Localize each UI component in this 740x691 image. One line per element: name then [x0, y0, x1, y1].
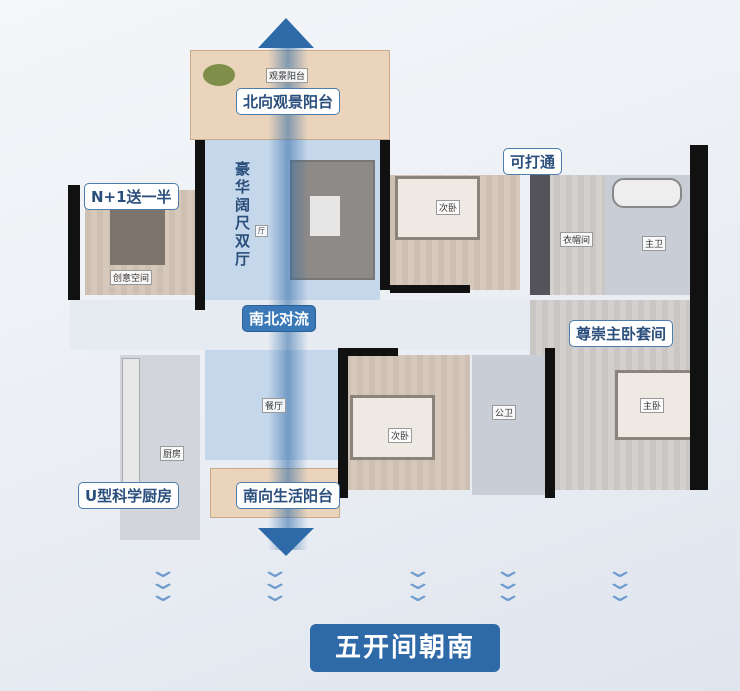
room-label-kitchen: 厨房	[160, 446, 185, 461]
room-label-cloakroom: 衣帽间	[560, 232, 594, 247]
callout-kitchen: U型科学厨房	[78, 482, 180, 509]
wall	[390, 285, 470, 293]
wall	[68, 185, 80, 300]
wardrobe	[530, 175, 550, 295]
north-south-axis	[268, 40, 308, 550]
bed	[350, 395, 435, 460]
coffee-table	[310, 196, 340, 236]
wall	[195, 140, 205, 310]
room-label-public-bath: 公卫	[492, 405, 517, 420]
callout-n-plus-one: N+1送一半	[84, 183, 179, 210]
room-label-master-bedroom: 主卧	[640, 398, 665, 413]
wall	[545, 348, 555, 498]
chevron-down-icon: ⌄⌄⌄	[259, 558, 291, 607]
room-label-bedroom-2: 次卧	[436, 200, 461, 215]
desk-rug	[110, 210, 165, 265]
callout-can-connect: 可打通	[503, 148, 563, 175]
chevron-down-icon: ⌄⌄⌄	[492, 558, 524, 607]
plant-icon	[203, 64, 235, 86]
chevron-down-icon: ⌄⌄⌄	[402, 558, 434, 607]
wall	[338, 348, 398, 356]
callout-master-suite: 尊崇主卧套间	[569, 320, 674, 347]
wall	[690, 145, 708, 490]
public-bath	[472, 355, 550, 495]
arrow-up-icon	[258, 18, 314, 48]
callout-south-balcony: 南向生活阳台	[236, 482, 341, 509]
callout-ventilation: 南北对流	[242, 305, 317, 332]
chevron-down-icon: ⌄⌄⌄	[147, 558, 179, 607]
bed	[395, 176, 480, 240]
callout-living-vertical: 豪华阔尺双厅	[235, 160, 251, 268]
wall	[380, 140, 390, 290]
room-label-living: 厅	[255, 225, 268, 237]
bathtub-icon	[612, 178, 682, 208]
callout-north-balcony: 北向观景阳台	[236, 88, 341, 115]
wall	[338, 348, 348, 498]
room-label-creative-space: 创意空间	[110, 270, 153, 285]
chevron-down-icon: ⌄⌄⌄	[604, 558, 636, 607]
footer-banner: 五开间朝南	[310, 624, 500, 672]
room-label-master-bath: 主卫	[642, 236, 667, 251]
room-label-dining: 餐厅	[262, 398, 287, 413]
room-label-bedroom-3: 次卧	[388, 428, 413, 443]
arrow-down-icon	[258, 528, 314, 556]
room-label-balcony-north: 观景阳台	[266, 68, 309, 83]
